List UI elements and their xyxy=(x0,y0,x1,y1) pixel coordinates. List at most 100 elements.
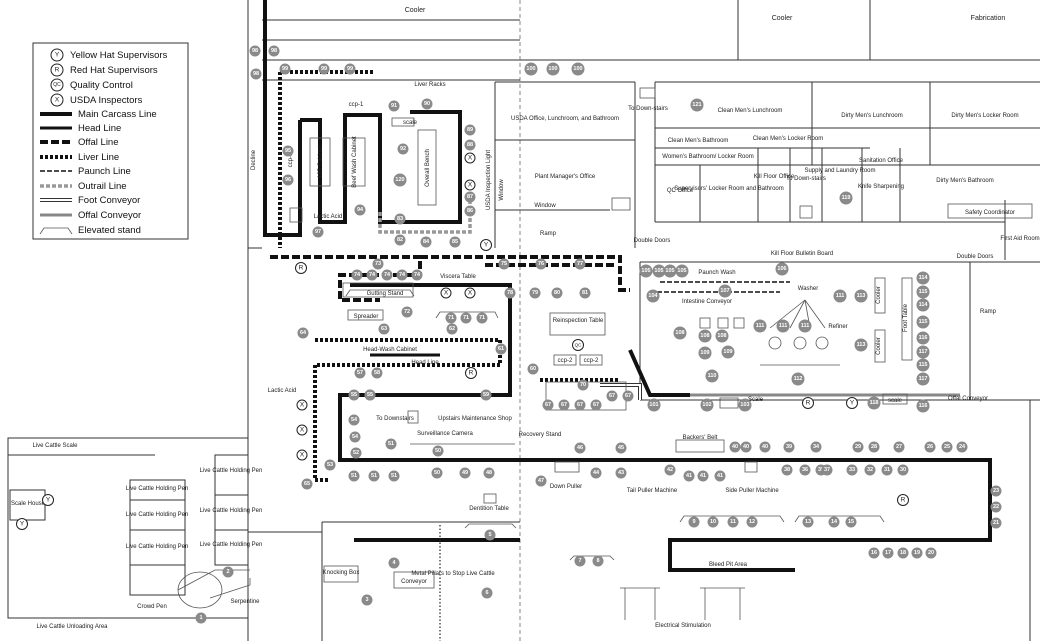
station-number: 42 xyxy=(667,467,673,473)
red-hat-marker: R xyxy=(295,262,307,274)
station-number: 94 xyxy=(357,207,364,213)
station-number: 3 xyxy=(365,597,368,603)
legend-outrail-line: Outrail Line xyxy=(78,181,127,192)
station-marker: 40 xyxy=(729,441,741,453)
station-marker: 42 xyxy=(664,464,676,476)
legend-offal-conveyor: Offal Conveyor xyxy=(78,210,141,221)
station-number: 23 xyxy=(993,488,999,494)
svg-text:QC: QC xyxy=(575,343,583,348)
legend: Y Yellow Hat Supervisors R Red Hat Super… xyxy=(32,42,189,240)
yellow-hat-marker: Y xyxy=(42,494,54,506)
station-number: 102 xyxy=(702,402,711,408)
label-decline: Decline xyxy=(251,149,257,170)
station-marker: 1 xyxy=(195,612,207,624)
station-number: 29 xyxy=(855,444,861,450)
station-number: 60 xyxy=(530,366,536,372)
station-number: 117 xyxy=(919,376,928,382)
station-marker: 73 xyxy=(372,258,384,270)
station-marker: 59 xyxy=(480,389,492,401)
station-marker: 99 xyxy=(344,63,356,75)
usda-marker: X xyxy=(440,287,452,299)
label-holding-pen-3: Live Cattle Holding Pen xyxy=(126,544,189,550)
station-marker: 115 xyxy=(916,358,930,372)
station-number: 55 xyxy=(367,392,373,398)
legend-red-hat: Red Hat Supervisors xyxy=(70,65,158,76)
station-number: 100 xyxy=(548,66,557,72)
station-number: 100 xyxy=(526,66,535,72)
legend-paunch-line: Paunch Line xyxy=(78,166,131,177)
station-number: 104 xyxy=(648,293,658,299)
usda-marker: X xyxy=(464,152,476,164)
label-ramp-1: Ramp xyxy=(540,231,557,237)
label-holding-pen-1: Live Cattle Holding Pen xyxy=(126,486,189,492)
station-number: 105 xyxy=(665,268,674,274)
station-number: 74 xyxy=(354,272,361,278)
label-plant-manager: Plant Manager's Office xyxy=(535,174,596,180)
station-marker: 51 xyxy=(368,470,380,482)
station-number: 84 xyxy=(423,239,430,245)
station-number: 110 xyxy=(708,373,717,379)
station-number: 15 xyxy=(848,519,854,525)
label-ccp2a: ccp-2 xyxy=(558,358,573,364)
station-number: 115 xyxy=(919,319,928,325)
station-number: 114 xyxy=(919,302,929,308)
legend-elevated-stand: Elevated stand xyxy=(78,225,141,236)
station-marker: 46 xyxy=(574,442,586,454)
station-number: 24 xyxy=(959,444,966,450)
station-marker: 96 xyxy=(282,174,294,186)
station-marker: 74 xyxy=(411,269,423,281)
station-number: 48 xyxy=(486,470,492,476)
station-number: 74 xyxy=(369,272,376,278)
legend-qc-icon: QC xyxy=(50,78,64,92)
label-spreader: Spreader xyxy=(354,314,379,320)
station-marker: 30 xyxy=(897,464,909,476)
label-cooler-vertical-1: Cooler xyxy=(876,286,882,304)
station-number: 33 xyxy=(849,467,855,473)
label-cooler-top: Cooler xyxy=(405,7,426,14)
legend-offal-line: Offal Line xyxy=(78,137,119,148)
station-number: 1 xyxy=(199,615,202,621)
label-scale-house: Scale House xyxy=(11,501,46,507)
station-marker: 114 xyxy=(916,271,930,285)
station-number: 50 xyxy=(434,470,440,476)
station-number: 101 xyxy=(649,402,658,408)
station-number: 74 xyxy=(384,272,391,278)
station-number: 62 xyxy=(449,326,455,332)
station-marker: 84 xyxy=(420,236,432,248)
label-offal-conveyor: Offal Conveyor xyxy=(948,396,988,402)
svg-text:X: X xyxy=(468,290,473,297)
station-marker: 45 xyxy=(615,442,627,454)
station-marker: 67 xyxy=(542,399,554,411)
label-ccp1: ccp-1 xyxy=(349,102,364,108)
station-marker: 44 xyxy=(590,467,602,479)
station-marker: 109 xyxy=(721,345,735,359)
station-marker: 20 xyxy=(925,547,937,559)
station-number: 54 xyxy=(352,434,359,440)
station-number: 63 xyxy=(381,326,387,332)
station-number: 49 xyxy=(462,470,468,476)
label-head-line: Head Line xyxy=(411,360,439,366)
label-recovery-stand: Recovery Stand xyxy=(519,432,562,438)
station-number: 40 xyxy=(732,444,738,450)
station-marker: 40 xyxy=(759,441,771,453)
station-number: 121 xyxy=(692,102,701,108)
station-number: 10 xyxy=(710,519,716,525)
station-number: 103 xyxy=(740,402,749,408)
station-number: 113 xyxy=(857,342,866,348)
station-number: 72 xyxy=(404,309,410,315)
station-marker: 49 xyxy=(459,467,471,479)
station-number: 18 xyxy=(900,550,906,556)
station-number: 65 xyxy=(304,481,310,487)
station-number: 105 xyxy=(641,268,650,274)
equipment xyxy=(177,87,1033,620)
station-marker: 100 xyxy=(546,62,560,76)
label-serpentine: Serpentine xyxy=(230,599,260,605)
station-marker: 41 xyxy=(714,470,726,482)
station-marker: 80 xyxy=(551,287,563,299)
station-marker: 50 xyxy=(431,467,443,479)
station-number: 30 xyxy=(900,467,906,473)
station-number: 118 xyxy=(870,400,879,406)
station-marker: 13 xyxy=(802,516,814,528)
label-head-wash: Head-Wash Cabinet xyxy=(363,347,417,353)
station-marker: 120 xyxy=(393,173,407,187)
